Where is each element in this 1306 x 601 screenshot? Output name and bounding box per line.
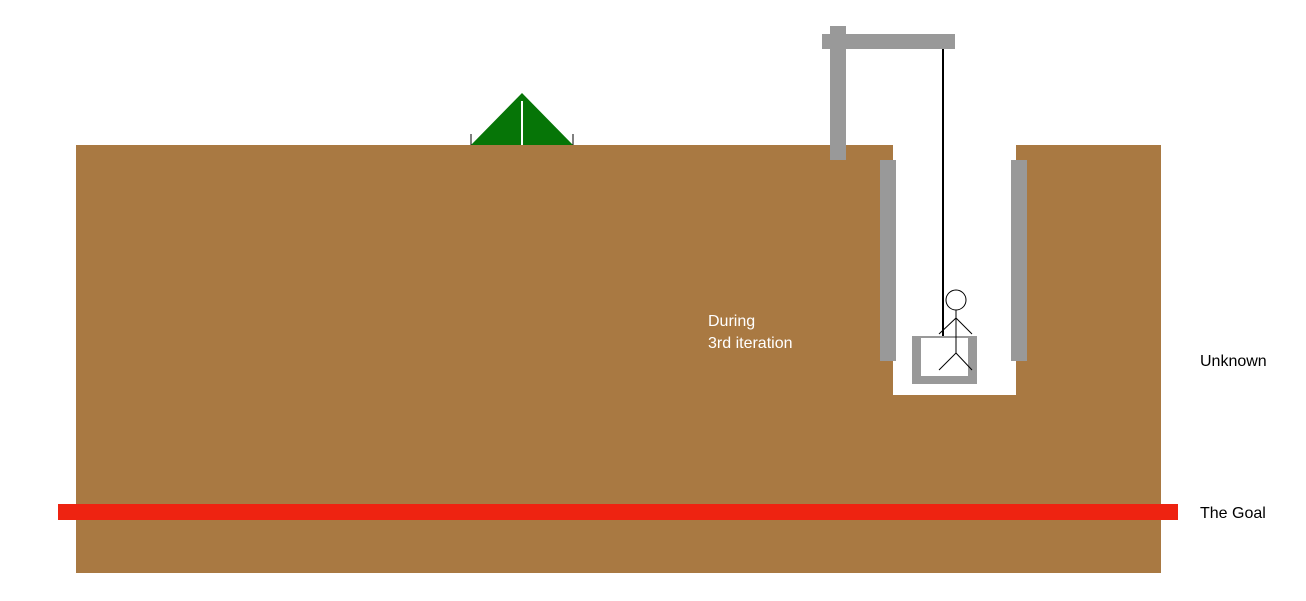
elevator-cage-icon xyxy=(912,336,977,384)
crane-boom xyxy=(822,34,955,49)
goal-line xyxy=(58,504,1178,520)
person-head xyxy=(945,289,967,311)
stick-figure-icon xyxy=(938,289,973,371)
goal-label: The Goal xyxy=(1200,505,1266,522)
shaft-wall-left xyxy=(880,160,896,361)
during-label-line1: During xyxy=(708,313,755,330)
crane-mast xyxy=(830,26,846,160)
person-arm-left xyxy=(938,317,957,335)
cage-inner xyxy=(921,338,968,376)
tent-icon xyxy=(470,93,574,145)
shaft-wall-right xyxy=(1011,160,1027,361)
person-leg-left xyxy=(938,352,957,371)
person-leg-right xyxy=(955,352,973,371)
person-arm-right xyxy=(955,317,973,335)
unknown-label: Unknown xyxy=(1200,353,1267,370)
during-label-line2: 3rd iteration xyxy=(708,335,793,352)
crane-icon xyxy=(822,26,955,338)
